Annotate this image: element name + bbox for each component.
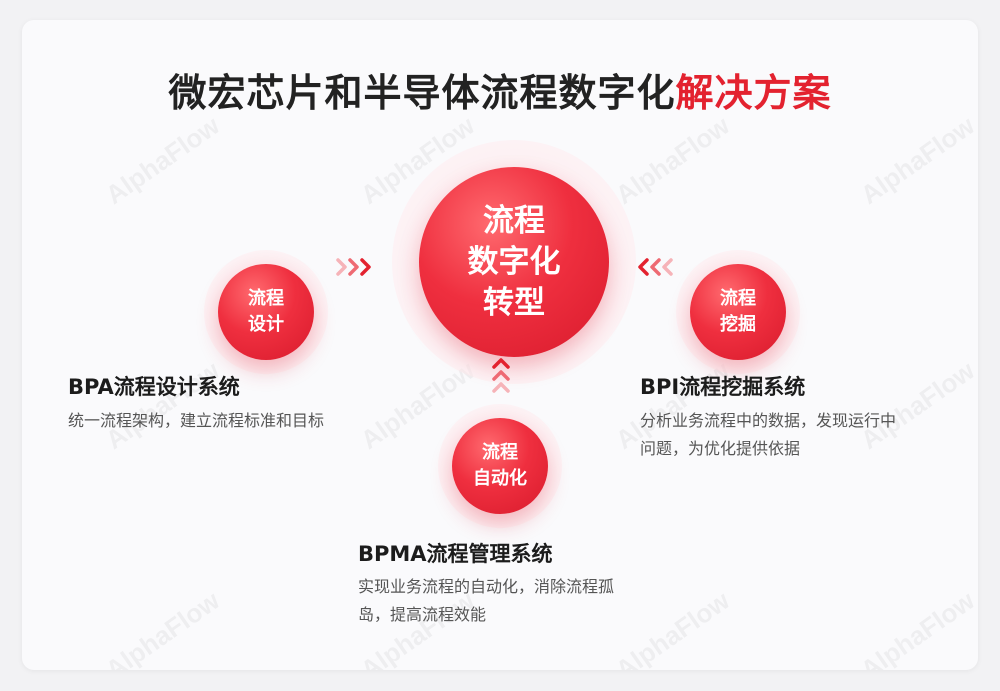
title-accent: 解决方案: [675, 71, 832, 115]
center-label-line: 转型: [483, 284, 545, 321]
node-label-line: 设计: [248, 314, 284, 335]
node-process-design: 流程 设计: [218, 264, 314, 360]
bpi-system-desc: 分析业务流程中的数据，发现运行中 问题，为优化提供依据: [640, 407, 896, 463]
watermark: AlphaFlow: [610, 110, 735, 211]
center-label-line: 流程: [483, 202, 545, 239]
bpma-system-title: BPMA流程管理系统: [358, 542, 553, 566]
node-label-line: 流程: [720, 288, 756, 309]
watermark: AlphaFlow: [610, 585, 735, 670]
watermark: AlphaFlow: [100, 585, 225, 670]
node-label-line: 自动化: [473, 468, 527, 489]
center-label-line: 数字化: [467, 243, 561, 280]
bpma-system-desc: 实现业务流程的自动化，消除流程孤 岛，提高流程效能: [358, 573, 614, 629]
solution-card: AlphaFlow AlphaFlow AlphaFlow AlphaFlow …: [22, 20, 978, 670]
node-label-line: 流程: [248, 288, 284, 309]
center-node-digital-transformation: 流程 数字化 转型: [419, 167, 609, 357]
watermark: AlphaFlow: [855, 585, 978, 670]
title-main: 微宏芯片和半导体流程数字化: [168, 71, 676, 115]
node-label-line: 流程: [482, 442, 518, 463]
watermark: AlphaFlow: [100, 110, 225, 211]
bpi-system-title: BPI流程挖掘系统: [640, 375, 806, 399]
desc-line: 岛，提高流程效能: [358, 605, 487, 624]
node-process-automation: 流程 自动化: [452, 418, 548, 514]
watermark: AlphaFlow: [855, 110, 978, 211]
desc-line: 分析业务流程中的数据，发现运行中: [640, 411, 897, 430]
chevron-left-icon: [634, 256, 674, 278]
chevron-right-icon: [336, 256, 376, 278]
bpa-system-desc: 统一流程架构，建立流程标准和目标: [68, 407, 324, 435]
node-label-line: 挖掘: [720, 314, 756, 335]
bpa-system-title: BPA流程设计系统: [68, 375, 240, 399]
chevron-up-icon: [490, 354, 512, 394]
desc-line: 实现业务流程的自动化，消除流程孤: [358, 577, 615, 596]
desc-line: 统一流程架构，建立流程标准和目标: [68, 411, 325, 430]
node-process-mining: 流程 挖掘: [690, 264, 786, 360]
page-title: 微宏芯片和半导体流程数字化解决方案: [22, 62, 978, 117]
desc-line: 问题，为优化提供依据: [640, 439, 801, 458]
